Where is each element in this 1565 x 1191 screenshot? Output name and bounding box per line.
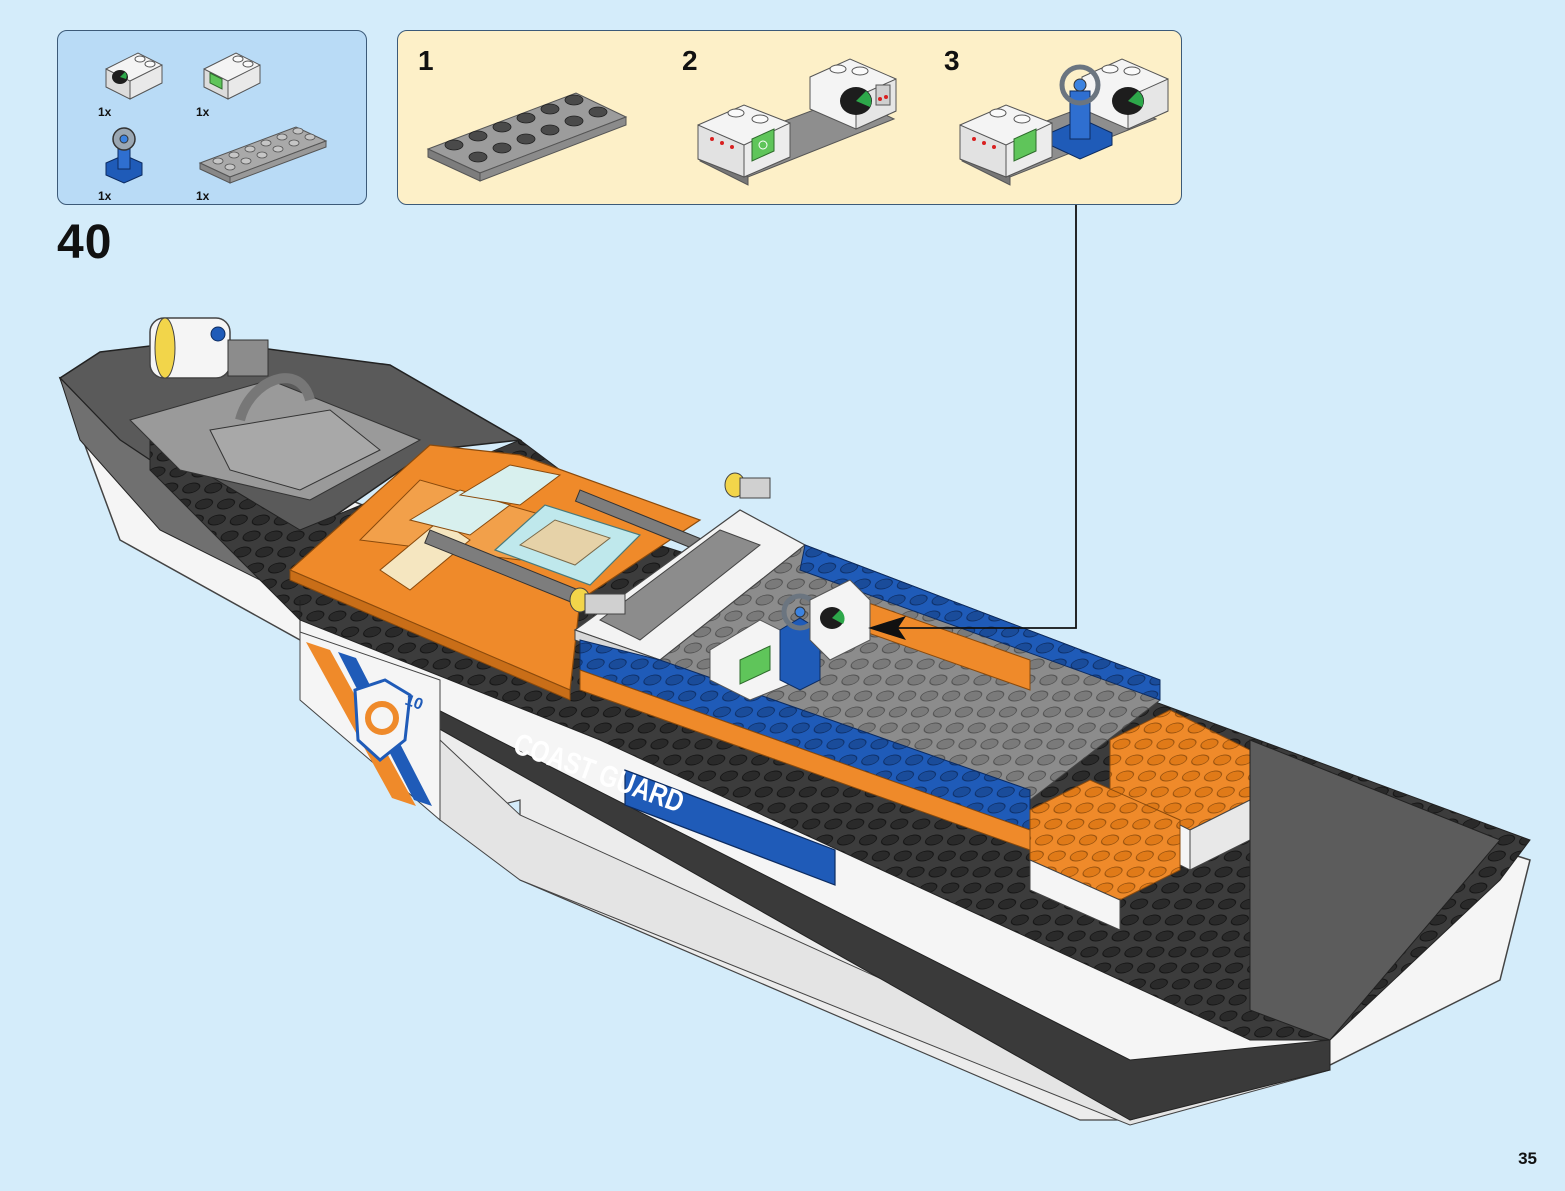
part-qty: 1x (196, 189, 210, 203)
plate-assembly-icon (426, 92, 628, 182)
substep-number: 3 (944, 45, 960, 76)
substep-3: 3 (932, 41, 1182, 201)
arrow-head-icon (868, 616, 906, 640)
substep-number: 1 (418, 45, 434, 76)
screen-slope-icon (203, 52, 261, 100)
part-radar-slope: 1x (98, 39, 188, 119)
substep-1: 1 (406, 41, 656, 201)
part-qty: 1x (98, 105, 112, 119)
parts-list-box: 1x 1x 1x (57, 30, 367, 205)
part-qty: 1x (98, 189, 112, 203)
gray-plate-icon (198, 126, 328, 184)
part-qty: 1x (196, 105, 210, 119)
substep-2: 2 (670, 41, 920, 201)
part-screen-slope: 1x (196, 39, 286, 119)
radar-slope-icon (105, 52, 163, 100)
console-steering-assembly-icon (959, 58, 1169, 186)
step-number: 40 (57, 216, 113, 269)
subassembly-box: 1 2 (397, 30, 1182, 205)
part-steering-stand: 1x (98, 123, 188, 203)
console-assembly-icon (697, 58, 897, 186)
page-number: 35 (1518, 1149, 1537, 1168)
steering-wheel-icon (105, 127, 143, 184)
hull-number: 10 (403, 692, 426, 714)
substep-number: 2 (682, 45, 698, 76)
part-gray-plate: 1x (196, 123, 336, 203)
